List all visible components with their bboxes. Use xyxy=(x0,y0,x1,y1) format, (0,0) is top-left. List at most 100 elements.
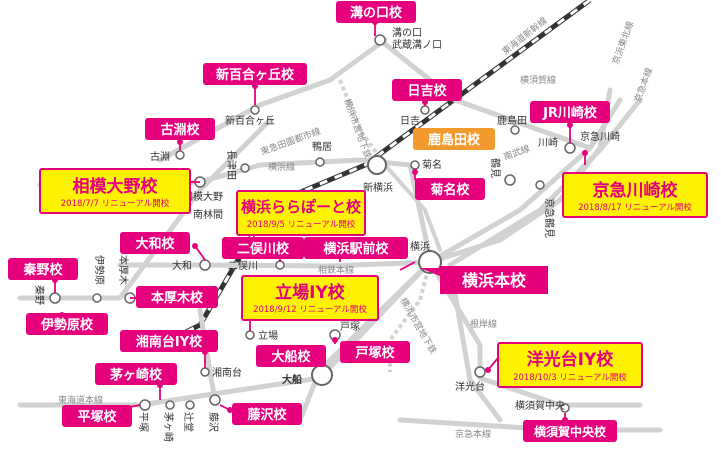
school-label: 茅ヶ崎校 xyxy=(110,367,163,383)
school-dot xyxy=(332,337,338,343)
station-label: 川崎 xyxy=(538,136,558,149)
station-label: 湘南台 xyxy=(212,366,242,379)
enoshima-line xyxy=(197,307,218,403)
station-label: 横須賀中央 xyxy=(515,399,565,412)
line-label-keihin-tohoku: 京浜東北線 xyxy=(610,20,637,66)
station-marker xyxy=(510,125,520,135)
school-kashimada[interactable]: 鹿島田校 xyxy=(413,128,495,150)
station-label: 茅ヶ崎 xyxy=(162,412,175,442)
station-label: 二俣川 xyxy=(228,259,258,272)
school-mizonokuchi[interactable]: 溝の口校 xyxy=(336,1,416,23)
school-isehara[interactable]: 伊勢原校 xyxy=(26,313,108,335)
school-yamato[interactable]: 大和校 xyxy=(120,232,190,254)
station-label: 大和 xyxy=(172,259,192,272)
school-hiratsuka[interactable]: 平塚校 xyxy=(62,405,132,427)
station-label: 戸塚 xyxy=(340,321,360,333)
station-label: 横浜 xyxy=(410,240,430,253)
station-label: 新百合ヶ丘 xyxy=(225,114,275,127)
school-yokohama-honko[interactable]: 横浜本校 xyxy=(420,266,548,294)
station-label: 日吉 xyxy=(400,115,420,127)
station-label: 鶴見 xyxy=(489,158,502,178)
station-marker xyxy=(139,399,151,411)
station-label: 辻堂 xyxy=(182,412,195,432)
featured-schools: 相模大野校 2018/7/7 リニューアル開校 横浜ららぽーと校 2018/9/… xyxy=(39,168,708,388)
station-marker xyxy=(564,142,576,154)
school-ofuna[interactable]: 大船校 xyxy=(256,345,326,367)
featured-lalaport[interactable]: 横浜ららぽーと校 2018/9/5 リニューアル開校 xyxy=(236,190,366,236)
station-label: 京急鶴見 xyxy=(543,198,556,238)
school-kikuna[interactable]: 菊名校 xyxy=(415,178,485,200)
school-label: 藤沢校 xyxy=(247,407,287,423)
featured-tateba-iy[interactable]: 立場IY校 2018/9/12 リニューアル開校 xyxy=(241,275,379,321)
station-marker xyxy=(420,105,430,115)
station-marker xyxy=(374,34,386,46)
station-marker xyxy=(199,259,211,271)
school-chigasaki[interactable]: 茅ヶ崎校 xyxy=(95,363,177,385)
station-marker xyxy=(185,400,195,410)
line-label-keikyu: 京急本線 xyxy=(632,66,656,104)
school-shinyurigaoka[interactable]: 新百合ヶ丘校 xyxy=(203,63,307,85)
featured-sagamiono[interactable]: 相模大野校 2018/7/7 リニューアル開校 xyxy=(39,168,191,214)
station-label: 大船 xyxy=(282,373,302,386)
station-marker xyxy=(504,174,516,186)
school-yokohama-ekimae[interactable]: 横浜駅前校 xyxy=(304,237,408,259)
station-label: 武蔵溝ノ口 xyxy=(392,38,442,51)
featured-yokodai-iy[interactable]: 洋光台IY校 2018/10/3 リニューアル開校 xyxy=(497,342,643,388)
featured-name: 京急川崎校 xyxy=(593,180,679,201)
school-label: 横須賀中央校 xyxy=(534,424,607,439)
station-label: 本厚木 xyxy=(117,255,130,285)
school-yokosuka-chuo[interactable]: 横須賀中央校 xyxy=(523,420,617,442)
station-marker xyxy=(418,250,442,274)
station-label: 長津田 xyxy=(225,150,237,180)
station-label: 溝の口 xyxy=(392,26,422,39)
featured-name: 立場IY校 xyxy=(275,282,346,303)
school-label: 溝の口校 xyxy=(350,5,403,21)
school-shonandai-iy[interactable]: 湘南台IY校 xyxy=(120,330,218,352)
negishi-line xyxy=(427,259,643,408)
station-label: 菊名 xyxy=(422,158,442,171)
school-jr-kawasaki[interactable]: JR川崎校 xyxy=(530,101,610,123)
station-marker xyxy=(560,403,570,413)
school-dot xyxy=(412,169,418,175)
school-honatsugi[interactable]: 本厚木校 xyxy=(136,286,218,308)
school-kobuchi[interactable]: 古淵校 xyxy=(145,118,215,140)
school-boxes: 溝の口校 新百合ヶ丘校 日吉校 鹿島田校 JR川崎校 古淵校 菊名校 大和校 xyxy=(8,1,617,442)
school-futamatagawa[interactable]: 二俣川校 xyxy=(222,237,304,259)
station-marker xyxy=(165,400,175,410)
station-label: 京急川崎 xyxy=(580,130,620,143)
school-dot xyxy=(177,139,183,145)
featured-name: 横浜ららぽーと校 xyxy=(241,198,362,216)
school-label: 大和校 xyxy=(135,236,175,252)
school-label: 鹿島田校 xyxy=(428,132,481,148)
station-marker xyxy=(474,366,486,378)
school-fujisawa[interactable]: 藤沢校 xyxy=(232,403,302,425)
featured-note: 2018/9/12 リニューアル開校 xyxy=(253,304,367,315)
school-dot xyxy=(582,150,588,156)
station-marker xyxy=(311,364,333,386)
station-label: 古淵 xyxy=(150,150,170,163)
station-marker xyxy=(240,163,250,173)
line-label-negishi: 根岸線 xyxy=(470,318,497,330)
featured-keikyu-kawasaki[interactable]: 京急川崎校 2018/8/17 リニューアル開校 xyxy=(562,172,708,218)
school-label: 戸塚校 xyxy=(355,345,395,361)
station-label: 伊勢原 xyxy=(93,255,106,285)
school-dot xyxy=(485,367,491,373)
school-label: 二俣川校 xyxy=(237,241,290,257)
featured-note: 2018/8/17 リニューアル開校 xyxy=(578,202,692,213)
stations xyxy=(49,34,576,413)
station-label: 鹿島田 xyxy=(497,114,527,127)
school-totsuka[interactable]: 戸塚校 xyxy=(340,341,410,363)
school-label: 菊名校 xyxy=(430,182,470,198)
line-label-tokaido: 東海道本線 xyxy=(58,394,103,406)
school-label: 古淵校 xyxy=(160,122,200,138)
line-label-subway-north: 横浜市営地下鉄 xyxy=(341,97,374,160)
school-hadano[interactable]: 秦野校 xyxy=(8,258,78,280)
station-marker xyxy=(175,150,185,160)
station-marker xyxy=(200,367,210,377)
featured-note: 2018/9/5 リニューアル開校 xyxy=(247,219,356,230)
keikyu-line xyxy=(447,97,643,423)
featured-name: 洋光台IY校 xyxy=(527,349,615,370)
school-hiyoshi[interactable]: 日吉校 xyxy=(392,79,462,101)
station-marker xyxy=(275,260,285,270)
